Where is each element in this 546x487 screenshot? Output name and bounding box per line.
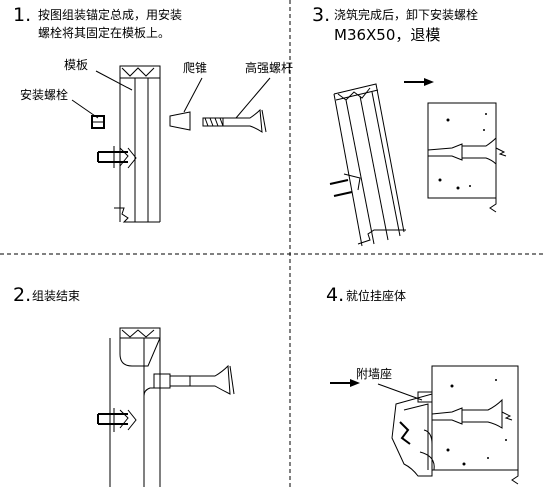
svg-text:就位挂座体: 就位挂座体 [346, 288, 406, 303]
step-2-heading: 2. 组装结束 [13, 284, 80, 306]
label-wall-seat: 附墙座 [356, 366, 392, 381]
arrow-right-icon [404, 78, 434, 86]
label-install-bolt: 安装螺栓 [20, 87, 68, 102]
step-2-drawing [97, 327, 235, 487]
arrow-right-icon [330, 379, 360, 387]
svg-text:浇筑完成后，卸下安装螺栓: 浇筑完成后，卸下安装螺栓 [334, 7, 478, 22]
step-4-drawing: 附墙座 [330, 365, 519, 485]
label-high-strength-screw: 高强螺杆 [245, 60, 293, 75]
formwork-top-cap [119, 65, 161, 79]
svg-text:螺栓将其固定在模板上。: 螺栓将其固定在模板上。 [38, 25, 170, 40]
svg-text:1.: 1. [13, 4, 31, 26]
label-formwork: 模板 [64, 58, 88, 72]
svg-text:M36X50，退模: M36X50，退模 [334, 26, 440, 44]
label-climbing-cone: 爬锥 [183, 61, 207, 75]
svg-text:4.: 4. [326, 284, 344, 306]
svg-text:3.: 3. [312, 4, 330, 26]
svg-text:2.: 2. [13, 284, 31, 306]
step-3-drawing [329, 78, 507, 247]
step-4-heading: 4. 就位挂座体 [326, 284, 406, 306]
step-1-heading: 1. 按图组装锚定总成，用安装 螺栓将其固定在模板上。 [13, 4, 182, 40]
svg-text:组装结束: 组装结束 [32, 289, 80, 303]
step-3-heading: 3. 浇筑完成后，卸下安装螺栓 M36X50，退模 [312, 4, 478, 44]
svg-text:按图组装锚定总成，用安装: 按图组装锚定总成，用安装 [38, 7, 182, 22]
step-1-drawing: 模板 安装螺栓 爬锥 高强螺杆 [20, 58, 293, 223]
